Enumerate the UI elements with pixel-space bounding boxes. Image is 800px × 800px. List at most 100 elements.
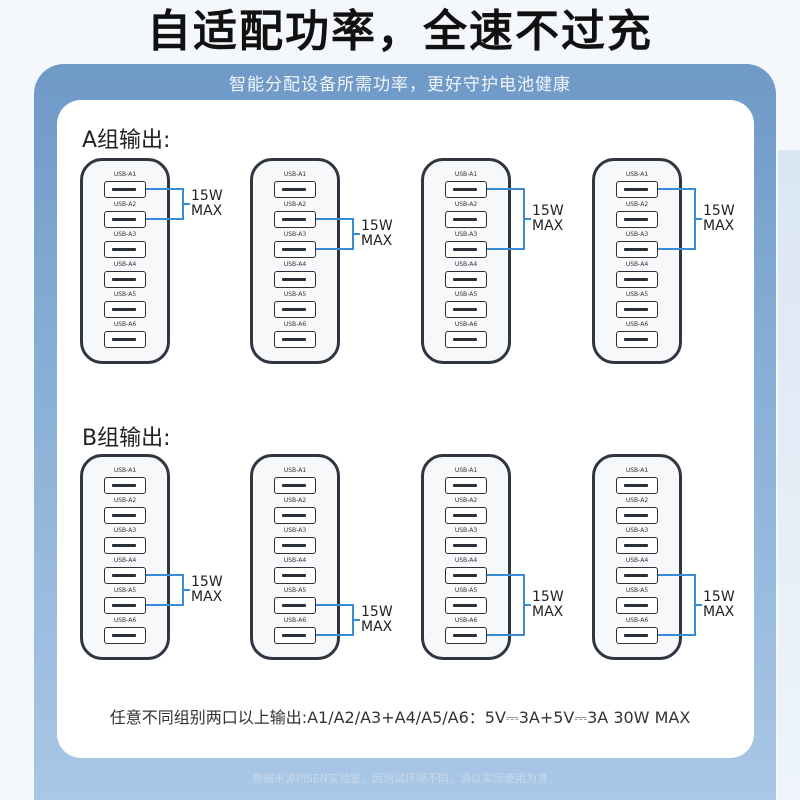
port-label: USB-A4 <box>454 261 478 268</box>
connector-line <box>354 619 360 621</box>
connector-line <box>146 604 176 606</box>
usb-port-icon <box>274 241 316 258</box>
usb-port-icon <box>445 567 487 584</box>
connector-line <box>184 203 190 205</box>
connector-line <box>696 604 702 606</box>
usb-port-icon <box>274 301 316 318</box>
watt-value: 15W <box>532 203 564 219</box>
port-label: USB-A3 <box>625 527 649 534</box>
port-label: USB-A1 <box>625 171 649 178</box>
port-label: USB-A1 <box>113 467 137 474</box>
usb-port-icon <box>104 567 146 584</box>
usb-port-icon <box>616 331 658 348</box>
connector-line <box>146 218 176 220</box>
usb-port-icon <box>104 597 146 614</box>
port-label: USB-A6 <box>113 321 137 328</box>
port-label: USB-A1 <box>113 171 137 178</box>
max-label: MAX <box>191 203 223 219</box>
usb-port-icon <box>104 241 146 258</box>
max-label: MAX <box>703 218 735 234</box>
connector-line <box>658 188 688 190</box>
port-pair-bracket <box>344 604 354 636</box>
usb-port-icon <box>616 181 658 198</box>
usb-port-icon <box>274 211 316 228</box>
usb-port-icon <box>445 211 487 228</box>
headline: 自适配功率，全速不过充 <box>147 6 653 57</box>
connector-line <box>658 634 688 636</box>
port-label: USB-A6 <box>113 617 137 624</box>
port-label: USB-A2 <box>625 201 649 208</box>
port-label: USB-A6 <box>454 321 478 328</box>
usb-port-icon <box>616 627 658 644</box>
port-label: USB-A3 <box>113 527 137 534</box>
usb-port-icon <box>104 211 146 228</box>
connector-line <box>316 218 346 220</box>
usb-port-icon <box>445 301 487 318</box>
port-label: USB-A5 <box>283 291 307 298</box>
port-label: USB-A3 <box>625 231 649 238</box>
usb-port-icon <box>104 627 146 644</box>
usb-port-icon <box>445 597 487 614</box>
usb-port-icon <box>274 507 316 524</box>
watt-value: 15W <box>703 589 735 605</box>
usb-port-icon <box>104 301 146 318</box>
port-label: USB-A4 <box>625 557 649 564</box>
usb-port-icon <box>104 271 146 288</box>
connector-line <box>354 233 360 235</box>
connector-line <box>658 248 688 250</box>
usb-port-icon <box>445 331 487 348</box>
port-label: USB-A4 <box>113 261 137 268</box>
usb-port-icon <box>104 477 146 494</box>
port-label: USB-A1 <box>283 171 307 178</box>
usb-port-icon <box>274 567 316 584</box>
port-label: USB-A1 <box>283 467 307 474</box>
usb-port-icon <box>104 181 146 198</box>
port-label: USB-A2 <box>454 497 478 504</box>
watt-value: 15W <box>191 574 223 590</box>
connector-line <box>487 248 517 250</box>
usb-port-icon <box>274 627 316 644</box>
watt-value: 15W <box>703 203 735 219</box>
usb-port-icon <box>616 241 658 258</box>
connector-line <box>487 634 517 636</box>
port-label: USB-A3 <box>454 527 478 534</box>
watt-value: 15W <box>191 188 223 204</box>
usb-port-icon <box>274 537 316 554</box>
usb-port-icon <box>445 537 487 554</box>
usb-port-icon <box>274 331 316 348</box>
port-pair-bracket <box>174 188 184 220</box>
port-label: USB-A2 <box>625 497 649 504</box>
usb-port-icon <box>616 567 658 584</box>
usb-port-icon <box>274 271 316 288</box>
max-label: MAX <box>191 589 223 605</box>
connector-line <box>487 188 517 190</box>
port-label: USB-A6 <box>283 617 307 624</box>
port-label: USB-A1 <box>454 467 478 474</box>
connector-line <box>525 604 531 606</box>
watt-value: 15W <box>532 589 564 605</box>
usb-port-icon <box>616 507 658 524</box>
port-label: USB-A6 <box>283 321 307 328</box>
port-label: USB-A4 <box>283 261 307 268</box>
port-label: USB-A4 <box>283 557 307 564</box>
footnote: 任意不同组别两口以上输出:A1/A2/A3+A4/A5/A6：5V⎓3A+5V⎓… <box>109 708 691 727</box>
usb-port-icon <box>274 477 316 494</box>
usb-port-icon <box>616 211 658 228</box>
max-label: MAX <box>532 604 564 620</box>
usb-port-icon <box>104 331 146 348</box>
max-label: MAX <box>361 233 393 249</box>
port-label: USB-A6 <box>625 617 649 624</box>
connector-line <box>316 248 346 250</box>
frame-edge <box>778 150 800 800</box>
connector-line <box>525 218 531 220</box>
